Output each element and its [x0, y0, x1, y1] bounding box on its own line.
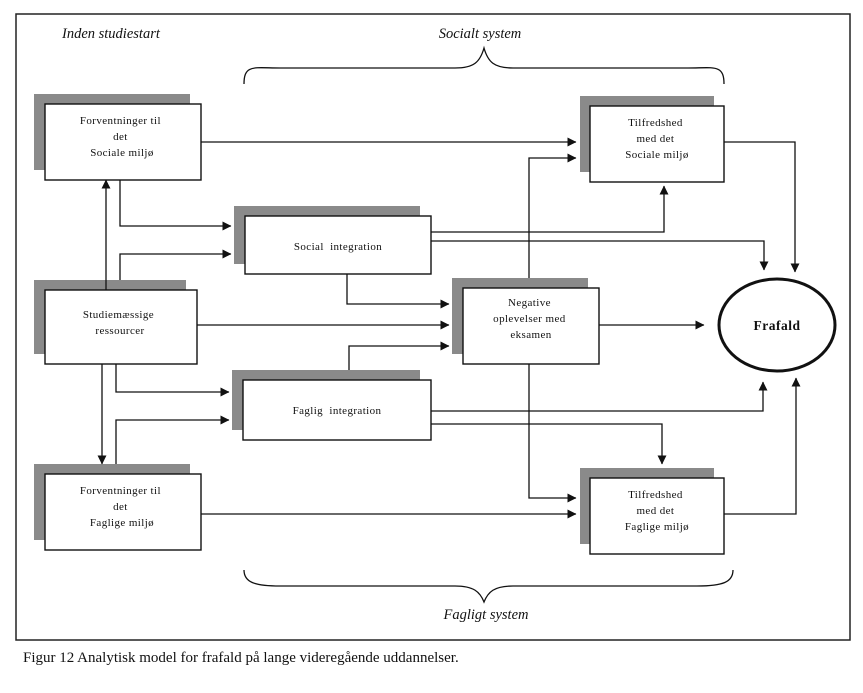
resources-line-1: Studiemæssige: [83, 309, 154, 321]
box-social-integration: [244, 215, 432, 275]
edge-academic-integration-to-negative-exam: [348, 341, 450, 370]
figure-caption: Figur 12 Analytisk model for frafald på …: [23, 650, 459, 666]
edge-negative-exam-to-satisfaction-academic: [528, 364, 577, 503]
satisfaction-academic-line-1: Tilfredshed: [628, 489, 683, 501]
box-academic-integration: [242, 379, 432, 441]
satisfaction-social-label: Tilfredshed med det Sociale miljø: [625, 117, 689, 161]
analytical-model-diagram: Inden studiestart Socialt system Fagligt…: [15, 13, 851, 641]
edge-social-integration-to-negative-exam: [346, 274, 450, 309]
label-academic-system: Fagligt system: [443, 607, 529, 623]
social-integration-label: Social integration: [294, 241, 382, 253]
academic-integration-line-1: Faglig integration: [293, 405, 382, 417]
satisfaction-academic-label: Tilfredshed med det Faglige miljø: [625, 489, 689, 533]
satisfaction-social-line-3: Sociale miljø: [625, 149, 689, 161]
edge-academic-integration-to-satisfaction-academic: [431, 423, 667, 465]
expect-academic-label: Forventninger til det Faglige miljø: [80, 485, 164, 529]
expect-social-line-2: det: [113, 131, 128, 143]
expect-social-line-1: Forventninger til: [80, 115, 161, 127]
edge-social-integration-to-dropout: [431, 240, 769, 271]
satisfaction-academic-line-2: med det: [636, 505, 674, 517]
edge-expect-social-to-social-integration: [119, 180, 232, 231]
resources-line-2: ressourcer: [95, 325, 144, 337]
box-resources: [44, 289, 198, 365]
academic-system-brace: [243, 569, 734, 604]
satisfaction-social-line-2: med det: [636, 133, 674, 145]
box-negative-exam: [462, 287, 600, 365]
social-system-brace: [243, 45, 725, 85]
satisfaction-social-line-1: Tilfredshed: [628, 117, 683, 129]
edge-expect-academic-to-academic-integration: [115, 415, 230, 464]
edge-negative-exam-to-satisfaction-social: [528, 153, 577, 278]
expect-academic-line-1: Forventninger til: [80, 485, 161, 497]
academic-integration-label: Faglig integration: [293, 405, 382, 417]
edge-academic-integration-to-dropout: [431, 381, 768, 412]
edge-satisfaction-social-to-dropout: [724, 141, 800, 273]
expect-social-line-3: Sociale miljø: [90, 147, 154, 159]
edge-resources-to-academic-integration: [115, 364, 230, 397]
box-satisfaction-social: [589, 105, 725, 183]
box-satisfaction-academic: [589, 477, 725, 555]
expect-social-label: Forventninger til det Sociale miljø: [80, 115, 164, 159]
negative-exam-line-3: eksamen: [510, 329, 551, 341]
edge-resources-to-social-integration: [119, 249, 232, 280]
outcome-dropout-label: Frafald: [754, 318, 801, 333]
expect-academic-line-2: det: [113, 501, 128, 513]
social-integration-line-1: Social integration: [294, 241, 382, 253]
negative-exam-line-1: Negative: [508, 297, 551, 309]
label-social-system: Socialt system: [439, 26, 522, 42]
diagram-frame: [15, 13, 851, 641]
edge-satisfaction-academic-to-dropout: [724, 377, 801, 515]
edge-social-integration-to-satisfaction-social: [431, 185, 669, 233]
negative-exam-line-2: oplevelser med: [493, 313, 566, 325]
outcome-dropout-ellipse: [717, 277, 837, 373]
label-before-start: Inden studiestart: [61, 26, 161, 42]
expect-academic-line-3: Faglige miljø: [90, 517, 154, 529]
negative-exam-label: Negative oplevelser med eksamen: [493, 297, 569, 341]
resources-label: Studiemæssige ressourcer: [83, 309, 157, 337]
satisfaction-academic-line-3: Faglige miljø: [625, 521, 689, 533]
box-expect-academic: [44, 473, 202, 551]
